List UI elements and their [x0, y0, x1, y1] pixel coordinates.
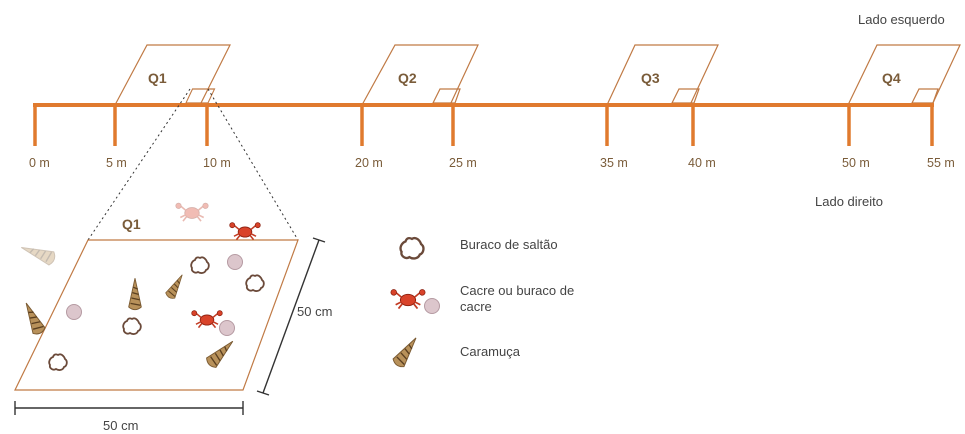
legend-label: Caramuça	[460, 344, 521, 359]
tick-label: 0 m	[29, 156, 50, 170]
tick-label: 20 m	[355, 156, 383, 170]
crab-icon	[190, 309, 224, 329]
legend: Buraco de saltão Cacre ou buraco de cacr…	[390, 236, 574, 370]
zoom-lines	[87, 88, 299, 241]
tick-label: 10 m	[203, 156, 231, 170]
legend-label: Cacre ou buraco de	[460, 283, 574, 298]
quadrat-label: Q1	[148, 70, 167, 86]
crab-hole-circle	[424, 298, 440, 314]
quadrat-q4: Q4	[847, 44, 961, 106]
dimension-vertical	[256, 237, 326, 396]
quadrat-q3: Q3	[606, 44, 719, 106]
legend-label: cacre	[460, 299, 492, 314]
snail-shell-icon	[390, 333, 423, 370]
crab-hole-circle	[66, 304, 82, 320]
crab-burrow-icon	[190, 256, 210, 274]
snail-shell-icon	[164, 271, 188, 301]
crab-hole-circle	[219, 320, 235, 336]
faded-crab-icon	[174, 202, 210, 222]
tick-label: 40 m	[688, 156, 716, 170]
crab-burrow-icon	[48, 353, 68, 371]
enlarged-quadrat: Q1	[14, 202, 299, 391]
faded-shell-icon	[18, 240, 58, 267]
snail-shell-icon	[128, 277, 142, 311]
crab-burrow-icon	[399, 236, 425, 260]
crab-icon	[228, 221, 262, 241]
right-side-label: Lado direito	[815, 194, 883, 209]
tick-label: 55 m	[927, 156, 955, 170]
tick-label: 5 m	[106, 156, 127, 170]
transect-line	[33, 103, 934, 146]
snail-shell-icon	[203, 335, 239, 371]
tick-label: 35 m	[600, 156, 628, 170]
crab-hole-circle	[227, 254, 243, 270]
enlarged-quadrat-label: Q1	[122, 216, 141, 232]
crab-burrow-icon	[122, 317, 142, 335]
width-label: 50 cm	[103, 418, 138, 433]
quadrat-label: Q3	[641, 70, 660, 86]
snail-shell-icon	[19, 299, 47, 337]
transect-tick-labels: 0 m 5 m 10 m 20 m 25 m 35 m 40 m 50 m 55…	[29, 156, 955, 170]
legend-label: Buraco de saltão	[460, 237, 558, 252]
tick-label: 50 m	[842, 156, 870, 170]
crab-burrow-icon	[245, 274, 265, 292]
quadrat-q2: Q2	[360, 44, 479, 106]
quadrat-label: Q4	[882, 70, 901, 86]
legend-item-crab: Cacre ou buraco de cacre	[390, 283, 574, 314]
dimension-horizontal	[14, 401, 244, 415]
legend-item-burrow: Buraco de saltão	[399, 236, 558, 260]
quadrat-label: Q2	[398, 70, 417, 86]
tick-label: 25 m	[449, 156, 477, 170]
quadrat-q1: Q1	[114, 44, 231, 106]
height-label: 50 cm	[297, 304, 332, 319]
left-side-label: Lado esquerdo	[858, 12, 945, 27]
transect-quadrats: Q1 Q2 Q3 Q4	[114, 44, 961, 106]
crab-icon	[390, 288, 426, 310]
legend-item-shell: Caramuça	[390, 333, 521, 370]
